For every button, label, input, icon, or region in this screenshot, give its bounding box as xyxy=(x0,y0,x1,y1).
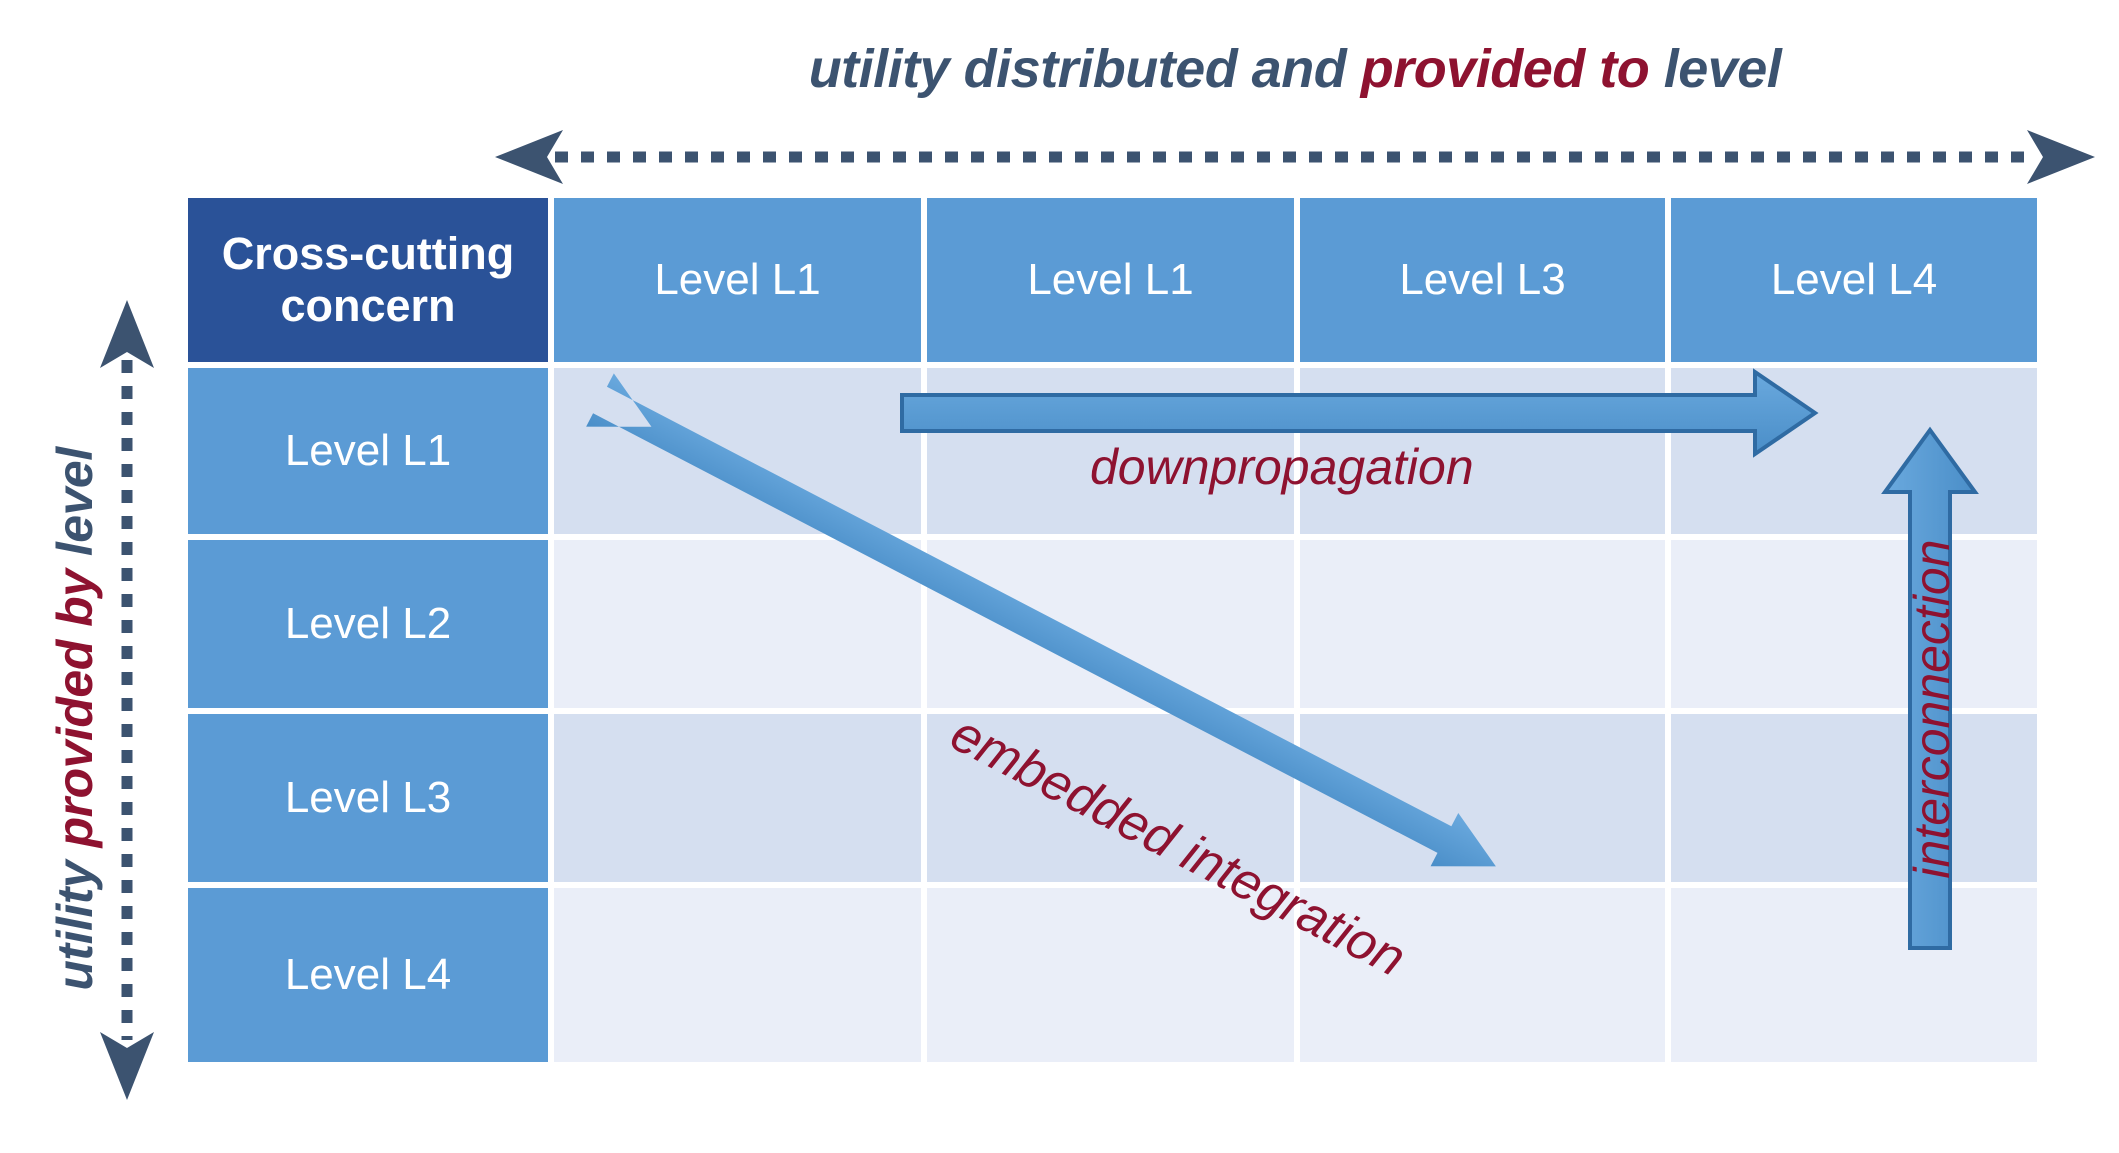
matrix-cell-r4c1 xyxy=(551,885,924,1065)
row-header-1: Level L1 xyxy=(185,365,551,537)
row-header-3: Level L3 xyxy=(185,711,551,885)
matrix-cell-r3c4 xyxy=(1668,711,2040,885)
top-caption-segment-1: utility distributed and xyxy=(808,39,1361,99)
matrix-cell-r3c1 xyxy=(551,711,924,885)
matrix-cell-r4c4 xyxy=(1668,885,2040,1065)
top-axis-caption: utility distributed and provided to leve… xyxy=(500,38,2090,100)
downpropagation-label: downpropagation xyxy=(1090,439,1474,495)
matrix-cell-r2c4 xyxy=(1668,537,2040,711)
column-header-3: Level L3 xyxy=(1297,195,1668,365)
left-axis-dotted-arrow-icon xyxy=(100,300,154,1100)
top-axis-dotted-arrow-icon xyxy=(495,130,2095,184)
matrix-cell-r2c1 xyxy=(551,537,924,711)
matrix-cell-r2c3 xyxy=(1297,537,1668,711)
column-header-4: Level L4 xyxy=(1668,195,2040,365)
matrix-cell-r1c1 xyxy=(551,365,924,537)
matrix-cell-r3c3 xyxy=(1297,711,1668,885)
left-caption-segment-1: utility xyxy=(47,847,103,991)
row-header-2: Level L2 xyxy=(185,537,551,711)
matrix-cell-r4c2 xyxy=(924,885,1297,1065)
column-header-1: Level L1 xyxy=(551,195,924,365)
top-caption-segment-2: provided to xyxy=(1360,39,1650,99)
matrix-corner-cell: Cross-cutting concern xyxy=(185,195,551,365)
left-caption-segment-2: provided by xyxy=(47,569,103,848)
column-header-2: Level L1 xyxy=(924,195,1297,365)
left-axis-caption: utility provided by level xyxy=(46,319,104,1119)
row-header-4: Level L4 xyxy=(185,885,551,1065)
matrix-cell-r2c2 xyxy=(924,537,1297,711)
left-caption-segment-3: level xyxy=(47,447,103,570)
matrix-cell-r4c3 xyxy=(1297,885,1668,1065)
matrix-cell-r1c4 xyxy=(1668,365,2040,537)
level-matrix-table: Cross-cutting concern Level L1 Level L1 … xyxy=(185,195,2040,1065)
interconnection-label: interconnection xyxy=(1904,539,1960,879)
top-caption-segment-3: level xyxy=(1649,39,1782,99)
